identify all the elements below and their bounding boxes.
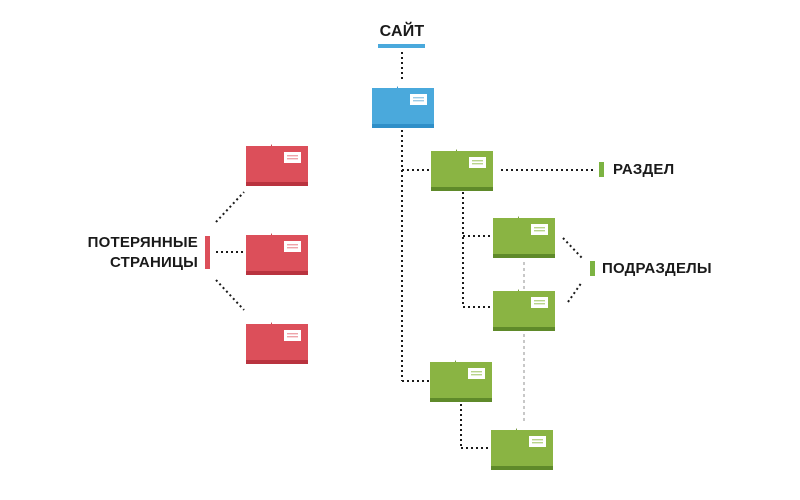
folder-icon[interactable]	[431, 146, 493, 191]
subsections-label: ПОДРАЗДЕЛЫ	[602, 260, 712, 277]
folder-icon[interactable]	[246, 141, 308, 186]
lost-pages-label-line-1: ПОТЕРЯННЫЕ	[87, 234, 198, 251]
folder-icon[interactable]	[246, 319, 308, 364]
section-accent-bar	[599, 162, 604, 177]
tree-connectors	[215, 52, 595, 449]
folder-icon[interactable]	[493, 286, 555, 331]
lost-pages-label-line-2: СТРАНИЦЫ	[110, 254, 198, 271]
folder-icon[interactable]	[430, 357, 492, 402]
lost-pages-label: ПОТЕРЯННЫЕ СТРАНИЦЫ	[60, 233, 198, 273]
lost-pages-accent-bar	[205, 236, 210, 269]
folder-icon[interactable]	[372, 83, 434, 128]
section-label: РАЗДЕЛ	[613, 161, 675, 178]
site-label-underline	[378, 44, 425, 48]
connector-subsections-label-top	[562, 237, 583, 259]
connector-lost-top	[215, 191, 245, 223]
folder-icon[interactable]	[491, 425, 553, 470]
connector-lost-bottom	[215, 279, 245, 311]
subsections-accent-bar	[590, 261, 595, 276]
connector-subsections-label-bottom	[567, 281, 583, 303]
folder-icon[interactable]	[493, 213, 555, 258]
folder-icon[interactable]	[246, 230, 308, 275]
site-label: САЙТ	[379, 23, 425, 40]
